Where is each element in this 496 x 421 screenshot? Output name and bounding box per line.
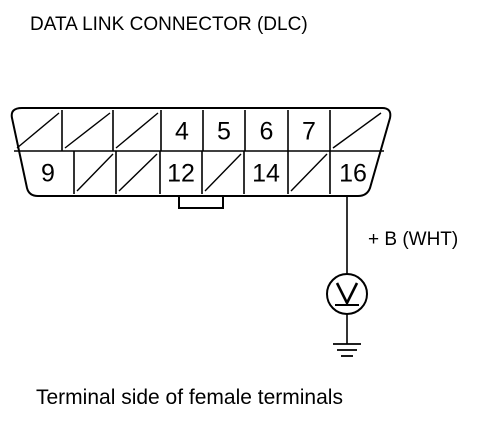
pin-number-6: 6 (260, 118, 274, 146)
connector-housing (10, 107, 392, 197)
pin-number-4: 4 (175, 118, 189, 146)
empty-cell-hatches (16, 112, 382, 192)
voltmeter-icon (326, 273, 368, 315)
cell-dividers (61, 110, 331, 194)
pin-number-14: 14 (252, 160, 280, 188)
ground-icon (333, 343, 361, 357)
pin-number-7: 7 (302, 118, 316, 146)
bottom-row-empty-cell-hatch (204, 153, 242, 192)
diagram-caption: Terminal side of female terminals (36, 386, 343, 409)
bottom-row-empty-cell-hatch (76, 153, 114, 192)
pin-number-9: 9 (41, 160, 55, 188)
top-row-empty-cell-hatch (64, 112, 111, 149)
pin-number-5: 5 (217, 118, 231, 146)
signal-label: + B (WHT) (368, 229, 458, 250)
top-row-empty-cell-hatch (332, 112, 382, 149)
pin-number-12: 12 (167, 160, 195, 188)
locking-tab (178, 195, 224, 209)
diagram-title: DATA LINK CONNECTOR (DLC) (30, 14, 308, 35)
bottom-row-empty-cell-hatch (118, 153, 158, 192)
top-row-empty-cell-hatch (115, 112, 159, 149)
top-row-empty-cell-hatch (16, 112, 60, 149)
bottom-row-empty-cell-hatch (290, 153, 328, 192)
pin-number-16: 16 (339, 160, 367, 188)
